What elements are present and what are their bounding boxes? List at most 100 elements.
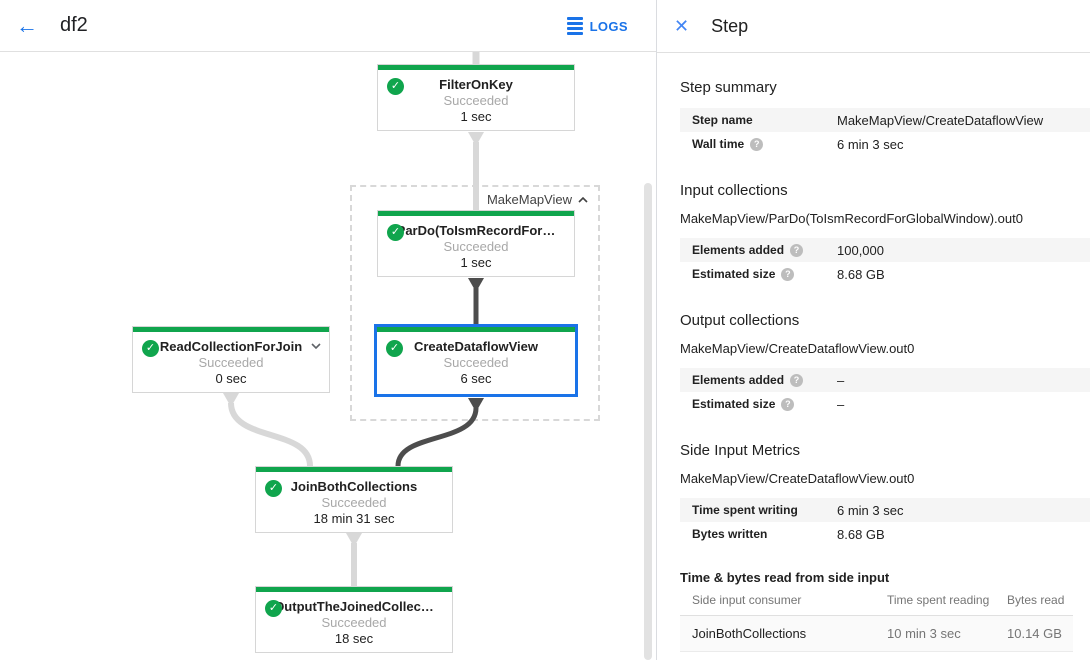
bytes-read: 10.14 GB: [1007, 626, 1062, 641]
check-circle-icon: ✓: [387, 224, 404, 241]
logs-button[interactable]: LOGS: [566, 0, 628, 52]
step-node-readcollectionforjoin[interactable]: ✓ ReadCollectionForJoin Succeeded 0 sec: [132, 326, 330, 393]
side-input-metrics-rows: Time spent writing 6 min 3 sec Bytes wri…: [680, 498, 1090, 546]
node-status-bar: [377, 327, 575, 332]
kv-row: Estimated size? –: [680, 392, 1090, 416]
kv-label: Elements added?: [692, 373, 837, 387]
node-status: Succeeded: [198, 355, 264, 370]
chevron-up-icon: [578, 196, 588, 203]
back-arrow-icon[interactable]: ←: [16, 12, 38, 38]
logs-button-label: LOGS: [589, 18, 628, 34]
kv-row: Time spent writing 6 min 3 sec: [680, 498, 1090, 522]
time-spent-reading: 10 min 3 sec: [887, 626, 961, 641]
node-time: 18 sec: [334, 631, 374, 646]
node-title: FilterOnKey: [439, 77, 513, 92]
node-title: CreateDataflowView: [413, 339, 539, 354]
kv-row: Bytes written 8.68 GB: [680, 522, 1090, 546]
step-node-pardo-toismrecord[interactable]: ✓ ParDo(ToIsmRecordFor… Succeeded 1 sec: [377, 210, 575, 277]
input-collections-rows: Elements added? 100,000 Estimated size? …: [680, 238, 1090, 286]
kv-label: Bytes written: [692, 527, 768, 541]
kv-value: MakeMapView/CreateDataflowView: [837, 112, 1044, 128]
section-heading-step-summary: Step summary: [680, 79, 777, 96]
step-node-filteronkey[interactable]: ✓ FilterOnKey Succeeded 1 sec: [377, 64, 575, 131]
help-icon[interactable]: ?: [750, 137, 764, 151]
section-heading-input-collections: Input collections: [680, 182, 788, 199]
help-icon[interactable]: ?: [790, 243, 804, 257]
kv-value: 8.68 GB: [837, 526, 885, 542]
job-header: ← df2 LOGS: [0, 0, 656, 52]
section-heading-output-collections: Output collections: [680, 312, 800, 329]
step-node-createdataflowview-selected[interactable]: ✓ CreateDataflowView Succeeded 6 sec: [374, 324, 578, 397]
kv-label: Wall time?: [692, 137, 837, 151]
node-time: 1 sec: [460, 109, 492, 124]
kv-label: Step name: [692, 113, 753, 127]
output-collection-name: MakeMapView/CreateDataflowView.out0: [680, 341, 915, 356]
panel-title: Step: [711, 15, 749, 36]
group-collapse-toggle[interactable]: MakeMapView: [487, 192, 588, 207]
step-summary-rows: Step name MakeMapView/CreateDataflowView…: [680, 108, 1090, 156]
kv-value: 100,000: [837, 242, 884, 258]
node-title: ParDo(ToIsmRecordFor…: [396, 223, 556, 238]
table-row: JoinBothCollections 10 min 3 sec 10.14 G…: [680, 616, 1073, 652]
kv-row: Elements added? 100,000: [680, 238, 1090, 262]
node-status-bar: [378, 65, 574, 70]
input-collection-name: MakeMapView/ParDo(ToIsmRecordForGlobalWi…: [680, 211, 1023, 226]
help-icon[interactable]: ?: [790, 373, 804, 387]
kv-label: Estimated size?: [692, 397, 837, 411]
side-input-table-header: Side input consumer Time spent reading B…: [680, 585, 1073, 616]
graph-edges: [223, 52, 484, 586]
node-time: 6 sec: [460, 371, 492, 386]
group-label: MakeMapView: [486, 192, 572, 207]
help-icon[interactable]: ?: [781, 397, 795, 411]
node-status-bar: [256, 467, 452, 472]
node-status: Succeeded: [443, 239, 509, 254]
kv-value: 6 min 3 sec: [837, 502, 904, 518]
help-icon[interactable]: ?: [781, 267, 795, 281]
section-heading-side-input-metrics: Side Input Metrics: [680, 442, 801, 459]
column-header: Time spent reading: [887, 593, 990, 607]
kv-value: –: [837, 396, 845, 412]
node-status-bar: [378, 211, 574, 216]
kv-label: Elements added?: [692, 243, 837, 257]
side-input-consumer: JoinBothCollections: [692, 626, 807, 641]
check-circle-icon: ✓: [386, 340, 403, 357]
job-graph-canvas[interactable]: MakeMapView ✓ FilterOnKey Succeeded 1 se…: [0, 52, 656, 660]
node-title: JoinBothCollections: [290, 479, 418, 494]
output-collections-rows: Elements added? – Estimated size? –: [680, 368, 1090, 416]
side-input-table-heading: Time & bytes read from side input: [680, 570, 890, 585]
logs-list-icon: [566, 17, 583, 35]
node-status: Succeeded: [443, 93, 509, 108]
kv-row: Wall time? 6 min 3 sec: [680, 132, 1090, 156]
node-time: 1 sec: [460, 255, 492, 270]
node-status: Succeeded: [321, 615, 387, 630]
kv-row: Elements added? –: [680, 368, 1090, 392]
graph-vertical-scrollbar[interactable]: [644, 183, 652, 660]
column-header: Bytes read: [1007, 593, 1065, 607]
panel-header: ✕ Step: [657, 0, 1090, 53]
close-icon[interactable]: ✕: [674, 15, 690, 36]
node-status-bar: [133, 327, 329, 332]
check-circle-icon: ✓: [265, 600, 282, 617]
side-input-collection-name: MakeMapView/CreateDataflowView.out0: [680, 471, 915, 486]
job-title: df2: [60, 14, 88, 36]
side-input-table: Side input consumer Time spent reading B…: [680, 585, 1073, 652]
node-time: 0 sec: [215, 371, 247, 386]
step-details-panel: ✕ Step Step summary Step name MakeMapVie…: [656, 0, 1090, 660]
node-title: OutputTheJoinedCollec…: [274, 599, 434, 614]
node-status: Succeeded: [321, 495, 387, 510]
node-status-bar: [256, 587, 452, 592]
step-node-joinbothcollections[interactable]: ✓ JoinBothCollections Succeeded 18 min 3…: [255, 466, 453, 533]
kv-value: 6 min 3 sec: [837, 136, 904, 152]
kv-value: –: [837, 372, 845, 388]
node-title: ReadCollectionForJoin: [159, 339, 303, 354]
node-status: Succeeded: [443, 355, 509, 370]
chevron-down-icon: [311, 343, 321, 349]
kv-label: Estimated size?: [692, 267, 837, 281]
check-circle-icon: ✓: [142, 340, 159, 357]
check-circle-icon: ✓: [265, 480, 282, 497]
kv-row: Estimated size? 8.68 GB: [680, 262, 1090, 286]
check-circle-icon: ✓: [387, 78, 404, 95]
expand-node-toggle[interactable]: [311, 343, 321, 349]
step-node-outputthejoinedcollection[interactable]: ✓ OutputTheJoinedCollec… Succeeded 18 se…: [255, 586, 453, 653]
kv-value: 8.68 GB: [837, 266, 885, 282]
